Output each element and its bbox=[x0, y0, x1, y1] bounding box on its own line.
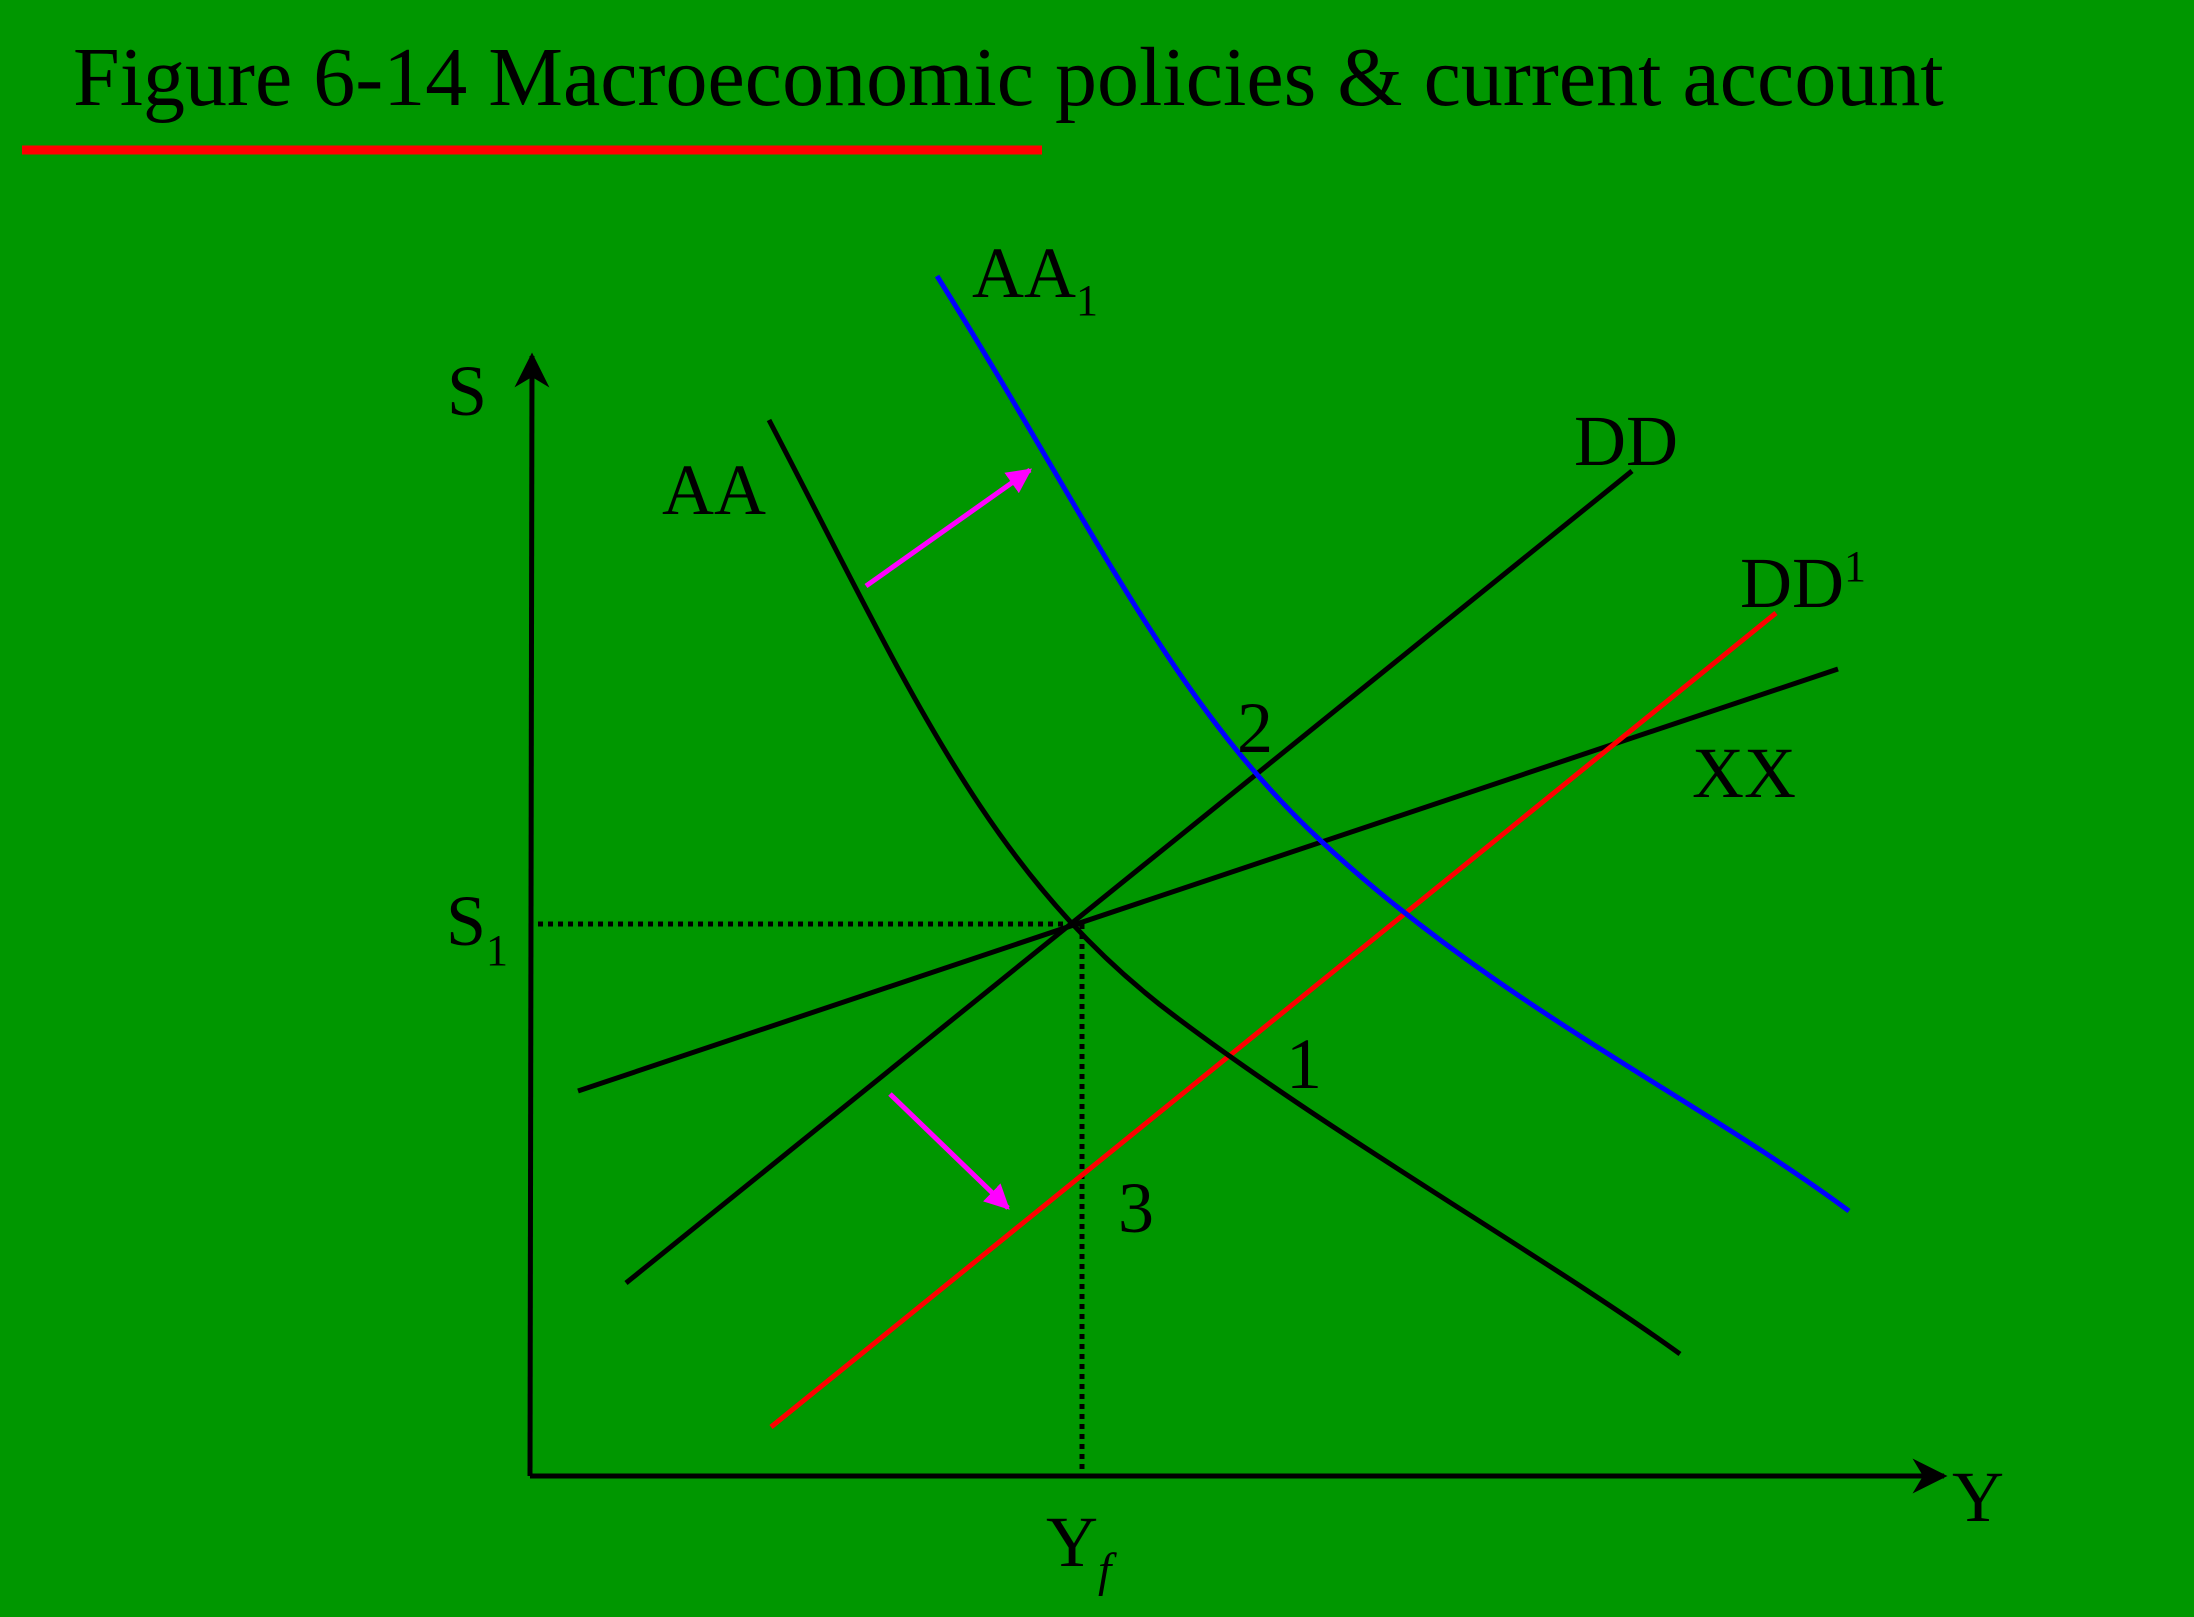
s1-label: S1 bbox=[446, 881, 508, 975]
aa-label: AA bbox=[662, 450, 766, 530]
aa-curve bbox=[766, 418, 1682, 1357]
slide-title: Figure 6-14 Macroeconomic policies & cur… bbox=[73, 31, 1944, 124]
x-axis-label: Y bbox=[1952, 1457, 2004, 1537]
dd-shift-arrow bbox=[888, 1092, 1010, 1210]
y-axis bbox=[514, 352, 550, 1477]
dd-label: DD bbox=[1574, 401, 1678, 481]
dd-curve bbox=[624, 469, 1634, 1285]
xx-curve bbox=[577, 666, 1839, 1094]
aa-shift-arrow bbox=[864, 467, 1033, 589]
aa1-curve bbox=[934, 274, 1851, 1214]
point-2-label: 2 bbox=[1237, 688, 1273, 768]
xx-label: XX bbox=[1692, 733, 1796, 813]
yf-label: Yf bbox=[1046, 1502, 1117, 1597]
point-1-label: 1 bbox=[1286, 1024, 1322, 1104]
aa1-label: AA1 bbox=[972, 233, 1098, 325]
dd1-label: DD1 bbox=[1740, 542, 1866, 623]
point-3-label: 3 bbox=[1118, 1168, 1154, 1248]
y-axis-label: S bbox=[447, 351, 487, 431]
dd1-curve bbox=[769, 611, 1778, 1429]
